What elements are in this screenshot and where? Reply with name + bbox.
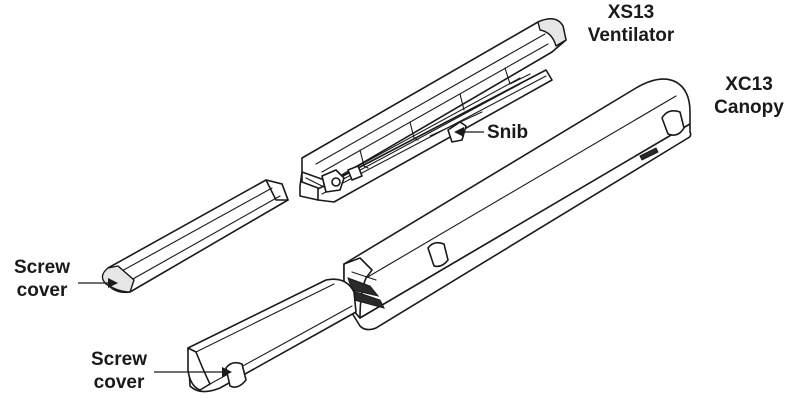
canopy-label-name: Canopy (714, 97, 784, 118)
snib-label-text: Snib (487, 122, 529, 143)
snib-label: Snib (487, 121, 528, 144)
canopy-part (343, 78, 692, 331)
screw-cover-bottom-leader (154, 367, 232, 377)
screw-cover-top-label: Screw cover (0, 256, 84, 302)
screw-cover-top-label-line2: cover (16, 280, 68, 301)
canopy-label: XC13 Canopy (700, 73, 798, 119)
ventilator-label: XS13 Ventilator (566, 1, 696, 47)
screw-cover-top-label-line1: Screw (14, 257, 70, 278)
ventilator-label-name: Ventilator (587, 25, 675, 46)
screw-cover-bottom-part (187, 278, 357, 393)
screw-cover-bottom-label-line2: cover (93, 372, 145, 393)
screw-cover-top-part (101, 179, 289, 294)
screw-cover-top-leader (78, 278, 118, 288)
ventilator-part (299, 18, 567, 203)
snib-leader (454, 127, 484, 137)
ventilator-label-model: XS13 (607, 2, 655, 23)
canopy-label-model: XC13 (725, 74, 773, 95)
screw-cover-bottom-label-line1: Screw (91, 349, 147, 370)
screw-cover-bottom-label: Screw cover (82, 348, 156, 394)
